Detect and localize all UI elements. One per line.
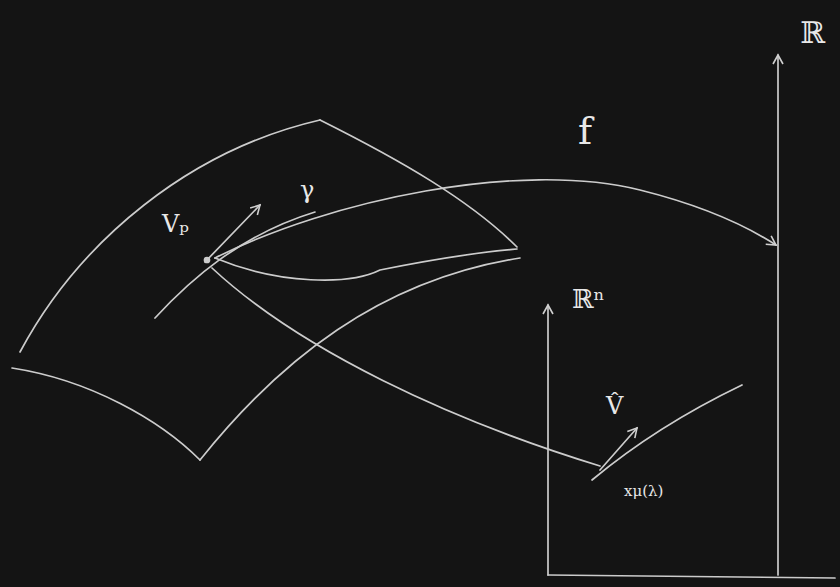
surface-edge: [200, 258, 520, 460]
curve-name: γ: [300, 178, 314, 202]
vector-name: Vₚ: [162, 212, 189, 236]
space-name: ℝ: [800, 18, 825, 48]
tangent-vector: [205, 205, 260, 262]
rn-axis: [548, 575, 835, 578]
surface-edge: [12, 368, 200, 460]
space-name: ℝⁿ: [572, 286, 605, 312]
real-axis: [777, 55, 779, 575]
surface-edge: [215, 249, 517, 280]
coordinate-label: xμ(λ): [624, 484, 663, 499]
map-name: f: [578, 112, 592, 150]
chart-map: [212, 268, 600, 466]
rn-axis: [547, 305, 549, 575]
curve-gamma: [155, 212, 315, 318]
image-vector: [600, 428, 637, 470]
image-curve: [592, 385, 742, 480]
vector-name: V̂: [606, 394, 623, 418]
point-p: [205, 258, 210, 263]
surface-edge: [320, 120, 517, 247]
map-arrow: [215, 180, 776, 258]
